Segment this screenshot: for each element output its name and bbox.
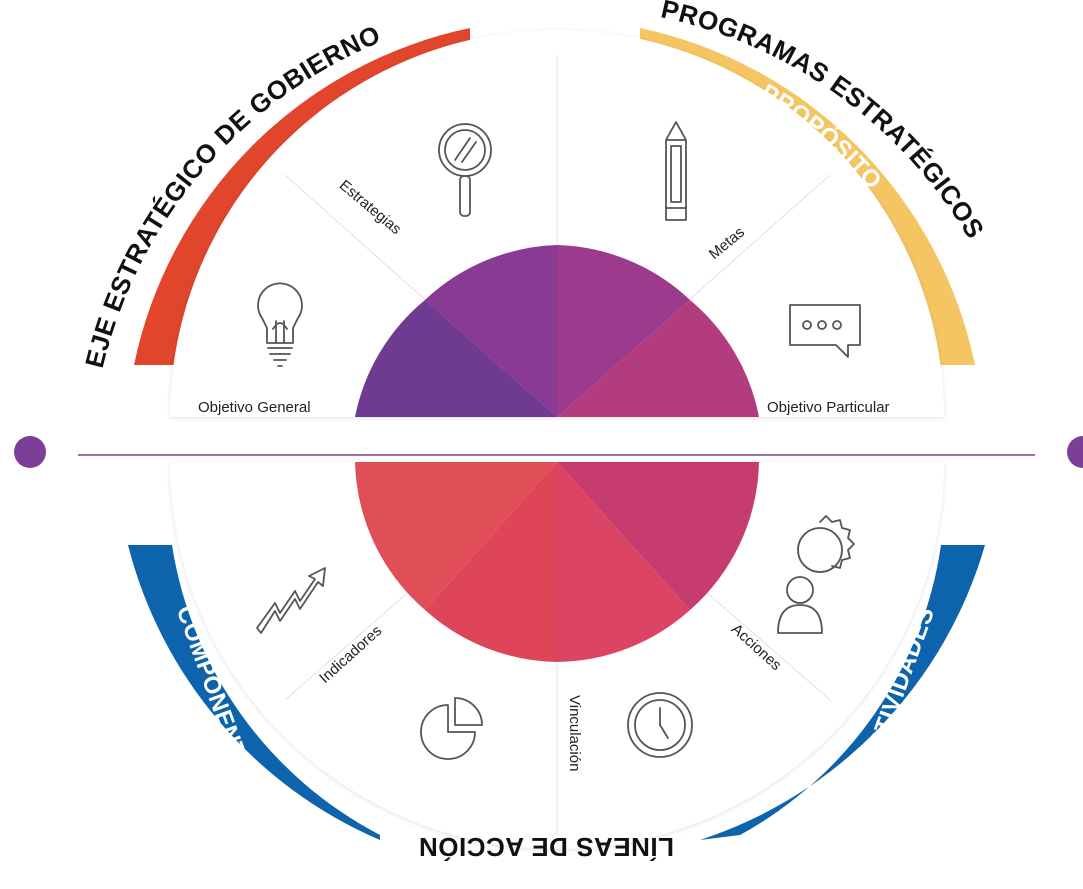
center-top-wedges	[355, 245, 759, 417]
right-dot	[1067, 436, 1083, 468]
sector-label-objetivo-general: Objetivo General	[198, 399, 311, 416]
user-gear-icon	[777, 515, 855, 634]
lightbulb-icon	[257, 282, 303, 367]
chat-bubble-icon	[789, 304, 861, 358]
band-actividades	[700, 545, 985, 840]
left-dot	[14, 436, 46, 468]
sector-label-objetivo-particular: Objetivo Particular	[767, 399, 890, 416]
center-bottom-wedges	[355, 462, 759, 662]
sector-label-vinculacion: Vinculación	[566, 695, 583, 771]
pie-chart-icon	[420, 697, 483, 760]
growth-arrow-icon	[256, 567, 326, 634]
outer-label-lineas: LÍNEAS DE ACCIÓN	[419, 832, 675, 862]
pencil-icon	[665, 121, 687, 221]
magnifier-icon	[438, 123, 492, 217]
band-componentes	[128, 545, 380, 840]
clock-icon	[627, 692, 693, 758]
